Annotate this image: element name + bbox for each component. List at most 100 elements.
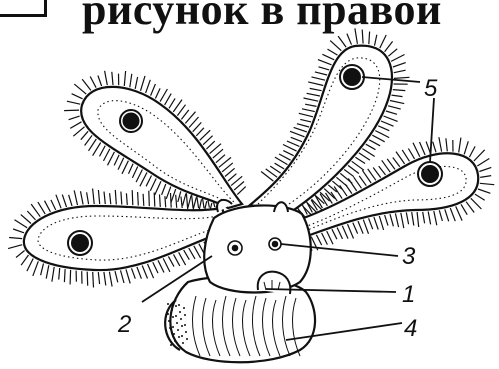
cilium xyxy=(140,172,147,186)
cilium xyxy=(189,117,198,128)
arm-left-lower xyxy=(24,206,230,270)
cilium xyxy=(445,209,449,221)
cilium xyxy=(375,35,377,46)
cilium xyxy=(192,195,194,209)
cilium xyxy=(171,189,176,203)
cilium xyxy=(387,159,395,170)
cilium xyxy=(163,258,170,272)
cilium xyxy=(308,82,323,86)
vesicle-right-core xyxy=(422,166,438,182)
cilium xyxy=(179,252,186,265)
shell-speck xyxy=(175,305,177,307)
cilium xyxy=(362,30,363,44)
cilium xyxy=(322,54,334,60)
cilium xyxy=(355,28,358,43)
cilium xyxy=(114,155,119,166)
cilium xyxy=(332,229,337,239)
cilium xyxy=(327,231,333,244)
cilium xyxy=(64,269,65,282)
statocyst-left-core xyxy=(233,246,238,251)
cilium xyxy=(363,220,368,234)
cilium xyxy=(74,84,86,94)
cilium xyxy=(216,155,225,163)
cilium xyxy=(146,80,151,93)
cilium xyxy=(52,267,54,282)
cilium xyxy=(41,264,44,276)
label-1: 1 xyxy=(402,281,415,308)
shell-speck xyxy=(180,318,182,320)
cilium xyxy=(237,187,245,195)
label-4: 4 xyxy=(404,315,417,342)
cilium xyxy=(173,100,182,112)
cilium xyxy=(423,212,425,223)
cilium xyxy=(168,256,174,266)
cilium xyxy=(439,210,442,221)
cilium xyxy=(149,191,150,207)
cilium xyxy=(388,49,397,56)
cilium xyxy=(178,191,181,202)
statocyst-right-core xyxy=(273,242,278,247)
cilium xyxy=(93,189,95,205)
shell-speck xyxy=(177,329,179,331)
label-2: 2 xyxy=(117,311,131,338)
cilium xyxy=(81,191,84,204)
cilium xyxy=(160,194,161,207)
cilium xyxy=(141,76,146,91)
cilium xyxy=(151,84,156,96)
shell-speck xyxy=(173,333,175,335)
cilium xyxy=(126,193,127,205)
cilium xyxy=(340,185,347,196)
cilium xyxy=(21,215,31,224)
cilium xyxy=(412,212,414,225)
cilium xyxy=(394,77,410,78)
cilium xyxy=(417,212,419,227)
cilium xyxy=(297,124,309,127)
cilium xyxy=(283,151,293,156)
cilium xyxy=(132,167,137,178)
cilium xyxy=(342,226,348,239)
cilium xyxy=(466,202,474,213)
cilium xyxy=(46,265,49,278)
cilium xyxy=(394,70,406,73)
cilium xyxy=(64,110,79,111)
cilium xyxy=(31,204,40,217)
cilium xyxy=(353,223,358,234)
cilium xyxy=(347,34,352,45)
cilium xyxy=(135,77,137,89)
leader-5b xyxy=(430,98,434,162)
cilium xyxy=(150,179,156,191)
cilium xyxy=(362,149,374,157)
cilium xyxy=(206,141,214,149)
cilium xyxy=(312,77,326,80)
cilium xyxy=(396,152,405,164)
cilium xyxy=(344,170,354,177)
cilium xyxy=(428,212,430,225)
cilium xyxy=(13,229,24,233)
cilium xyxy=(184,250,190,260)
cilium xyxy=(380,35,386,48)
cilium xyxy=(402,150,409,161)
cilium xyxy=(115,271,118,282)
shell-speck xyxy=(184,314,186,316)
cilium xyxy=(420,142,426,155)
shell-speck xyxy=(182,342,184,344)
cilium xyxy=(358,221,363,234)
cilium xyxy=(366,144,376,150)
cilium xyxy=(459,138,461,153)
shell-speck xyxy=(179,311,181,313)
shell-speck xyxy=(171,309,173,311)
cilium xyxy=(181,197,182,209)
cilium xyxy=(112,72,113,85)
cilium xyxy=(279,154,291,160)
shell-speck xyxy=(186,338,188,340)
cilium xyxy=(392,95,403,97)
cilium xyxy=(479,167,491,171)
cilium xyxy=(129,164,134,174)
cilium xyxy=(287,141,300,146)
cilium xyxy=(378,126,389,131)
cilium xyxy=(307,93,320,96)
cilium xyxy=(433,142,436,153)
cilium xyxy=(160,89,167,102)
shell-speck xyxy=(184,324,186,326)
cilium xyxy=(100,146,106,157)
